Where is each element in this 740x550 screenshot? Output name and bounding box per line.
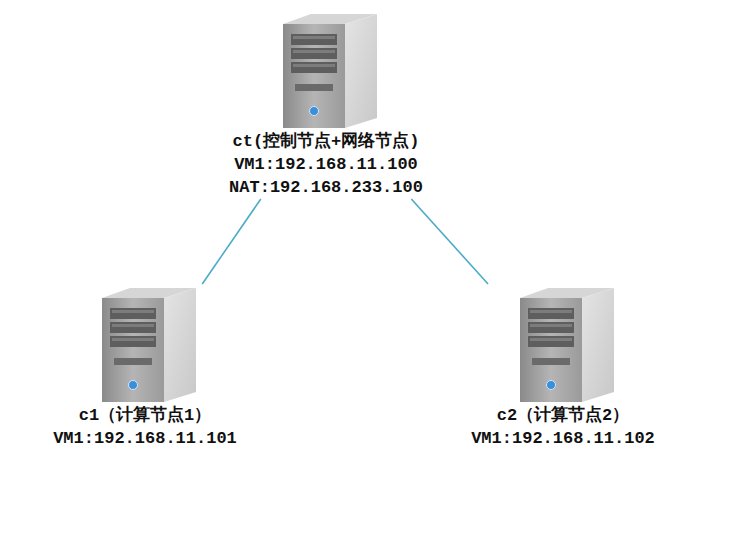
node-label: ct(控制节点+网络节点) xyxy=(229,130,423,153)
node-label: NAT:192.168.233.100 xyxy=(229,176,423,199)
server-node: ct(控制节点+网络节点)VM1:192.168.11.100NAT:192.1… xyxy=(229,10,423,199)
node-label: c2（计算节点2） xyxy=(471,404,655,427)
node-label: VM1:192.168.11.100 xyxy=(229,153,423,176)
node-label: VM1:192.168.11.101 xyxy=(53,427,237,450)
network-link xyxy=(202,199,261,284)
node-label: c1（计算节点1） xyxy=(53,404,237,427)
server-icon xyxy=(271,10,381,130)
server-icon xyxy=(508,284,618,404)
node-label: VM1:192.168.11.102 xyxy=(471,427,655,450)
server-node: c1（计算节点1）VM1:192.168.11.101 xyxy=(53,284,237,450)
server-node: c2（计算节点2）VM1:192.168.11.102 xyxy=(471,284,655,450)
network-link xyxy=(411,199,488,284)
server-icon xyxy=(90,284,200,404)
